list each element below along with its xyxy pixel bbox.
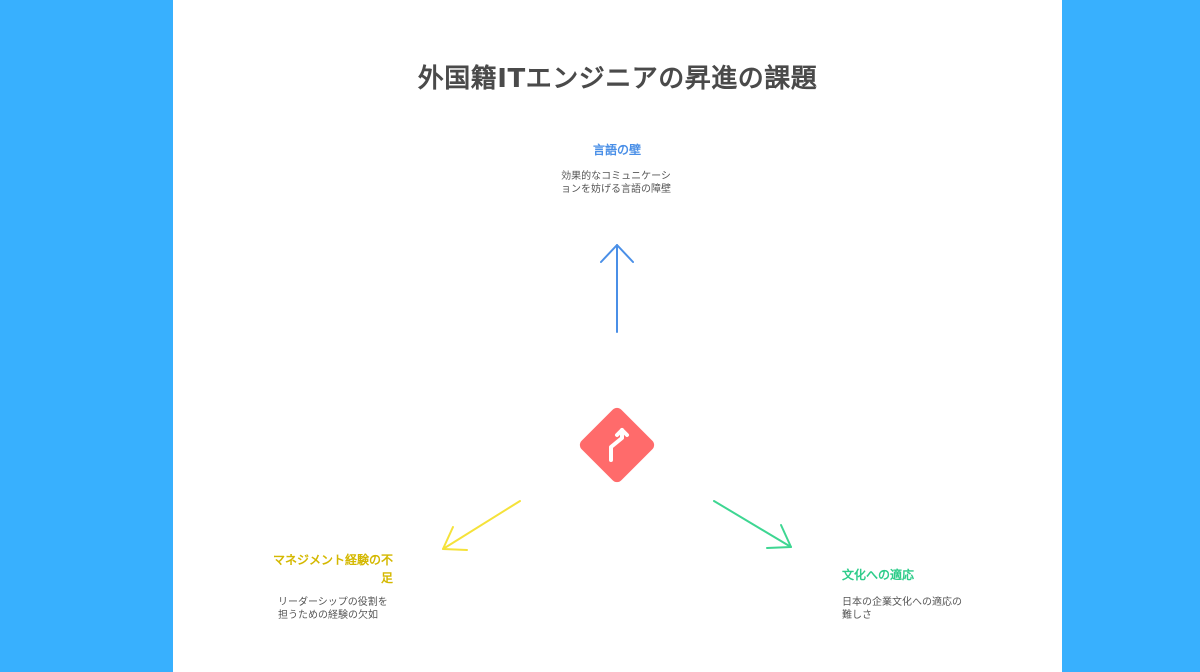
node-right-title: 文化への適応 <box>842 568 915 582</box>
node-left-desc: リーダーシップの役割を担うための経験の欠如 <box>278 597 388 621</box>
node-right-desc: 日本の企業文化への適応の難しさ <box>842 597 962 621</box>
diagram-canvas: 外国籍ITエンジニアの昇進の課題 言語の壁 効果的なコミュニケーションを妨げる言… <box>173 0 1062 672</box>
node-top-title: 言語の壁 <box>592 143 641 157</box>
arrows-layer <box>442 244 792 551</box>
arrow-up <box>600 244 634 333</box>
route-turn-icon <box>579 407 655 483</box>
arrow-right <box>713 500 792 549</box>
node-left-title: マネジメント経験の不足 <box>272 553 393 585</box>
diagram-title: 外国籍ITエンジニアの昇進の課題 <box>417 64 818 94</box>
arrow-left <box>442 500 521 551</box>
node-top-desc: 効果的なコミュニケーションを妨げる言語の障壁 <box>561 171 671 195</box>
